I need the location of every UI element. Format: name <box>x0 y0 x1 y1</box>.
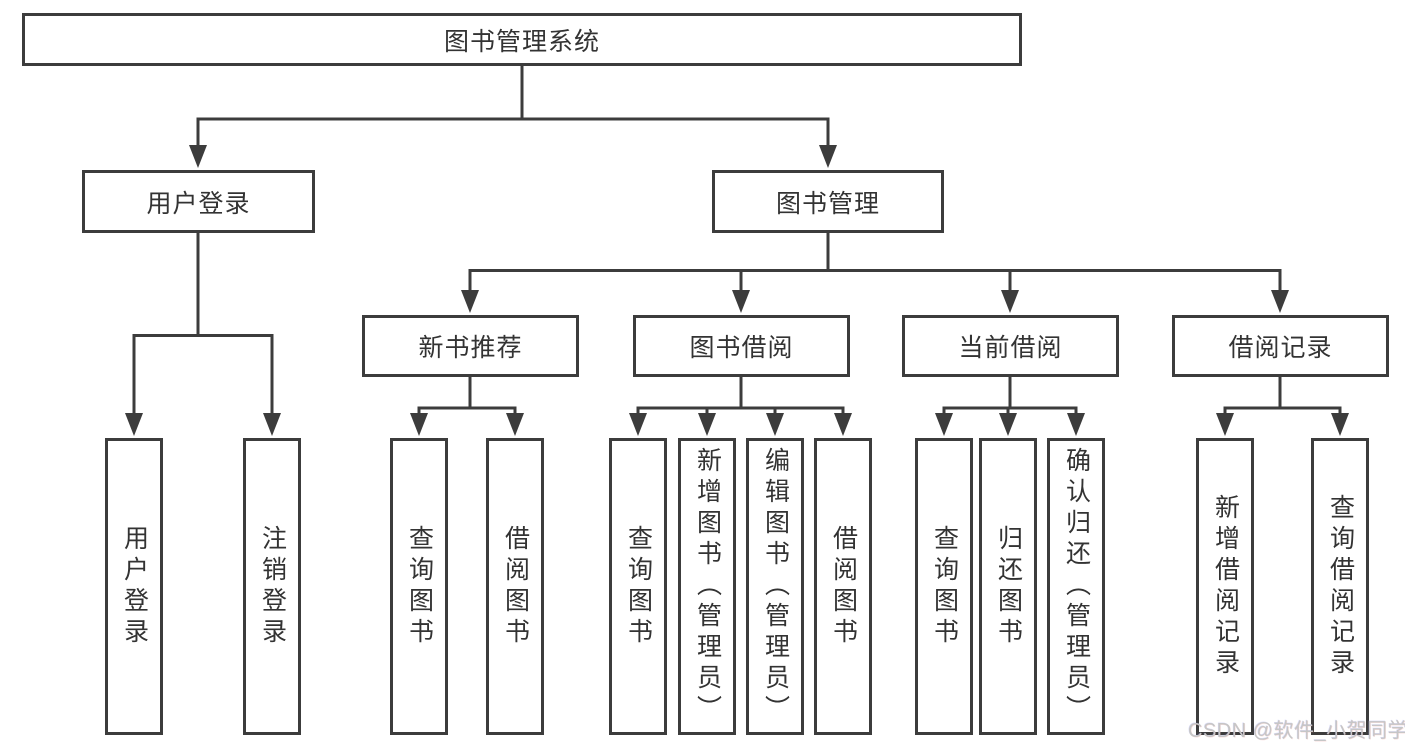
leaf-add-borrow-record: 新增借阅记录 <box>1196 438 1254 735</box>
leaf-borrow-books-recommend: 借阅图书 <box>486 438 544 735</box>
node-new-book-recommend: 新书推荐 <box>362 315 579 377</box>
leaf-query-borrow-record: 查询借阅记录 <box>1311 438 1369 735</box>
leaf-query-books-borrow: 查询图书 <box>609 438 667 735</box>
leaf-label: 查询图书 <box>405 524 434 649</box>
connector-bookborrow-to-leaves <box>629 377 852 436</box>
node-root-library-system: 图书管理系统 <box>22 13 1022 66</box>
node-book-management: 图书管理 <box>712 170 944 233</box>
leaf-label: 查询借阅记录 <box>1326 493 1355 680</box>
leaf-user-login: 用户登录 <box>105 438 163 735</box>
connector-bookmgmt-to-level3 <box>461 233 1289 313</box>
leaf-label: 用户登录 <box>120 524 149 649</box>
leaf-add-books-admin: 新增图书（管理员） <box>678 438 736 735</box>
connector-root-to-level2 <box>189 66 837 168</box>
node-user-login: 用户登录 <box>82 170 315 233</box>
leaf-label: 查询图书 <box>930 524 959 649</box>
leaf-confirm-return-admin: 确认归还（管理员） <box>1047 438 1105 735</box>
leaf-label: 注销登录 <box>258 524 287 649</box>
leaf-return-books: 归还图书 <box>979 438 1037 735</box>
connector-newbook-to-leaves <box>410 377 524 436</box>
leaf-borrow-books-borrow: 借阅图书 <box>814 438 872 735</box>
leaf-label: 借阅图书 <box>829 524 858 649</box>
leaf-label: 编辑图书（管理员） <box>761 447 790 726</box>
leaf-label: 借阅图书 <box>501 524 530 649</box>
connector-currentborrow-to-leaves <box>935 377 1085 436</box>
leaf-label: 新增图书（管理员） <box>693 447 722 726</box>
leaf-label: 归还图书 <box>994 524 1023 649</box>
leaf-query-books-current: 查询图书 <box>915 438 973 735</box>
leaf-label: 新增借阅记录 <box>1211 493 1240 680</box>
connector-userlogin-to-leaves <box>125 233 281 436</box>
leaf-label: 查询图书 <box>624 524 653 649</box>
leaf-edit-books-admin: 编辑图书（管理员） <box>746 438 804 735</box>
leaf-label: 确认归还（管理员） <box>1062 447 1091 726</box>
csdn-watermark: CSDN @软件_小贺同学 <box>1188 720 1405 742</box>
node-current-borrow: 当前借阅 <box>902 315 1119 377</box>
node-book-borrow: 图书借阅 <box>633 315 850 377</box>
leaf-logout: 注销登录 <box>243 438 301 735</box>
node-borrow-records: 借阅记录 <box>1172 315 1389 377</box>
connector-borrowrecords-to-leaves <box>1216 377 1349 436</box>
leaf-query-books-recommend: 查询图书 <box>390 438 448 735</box>
